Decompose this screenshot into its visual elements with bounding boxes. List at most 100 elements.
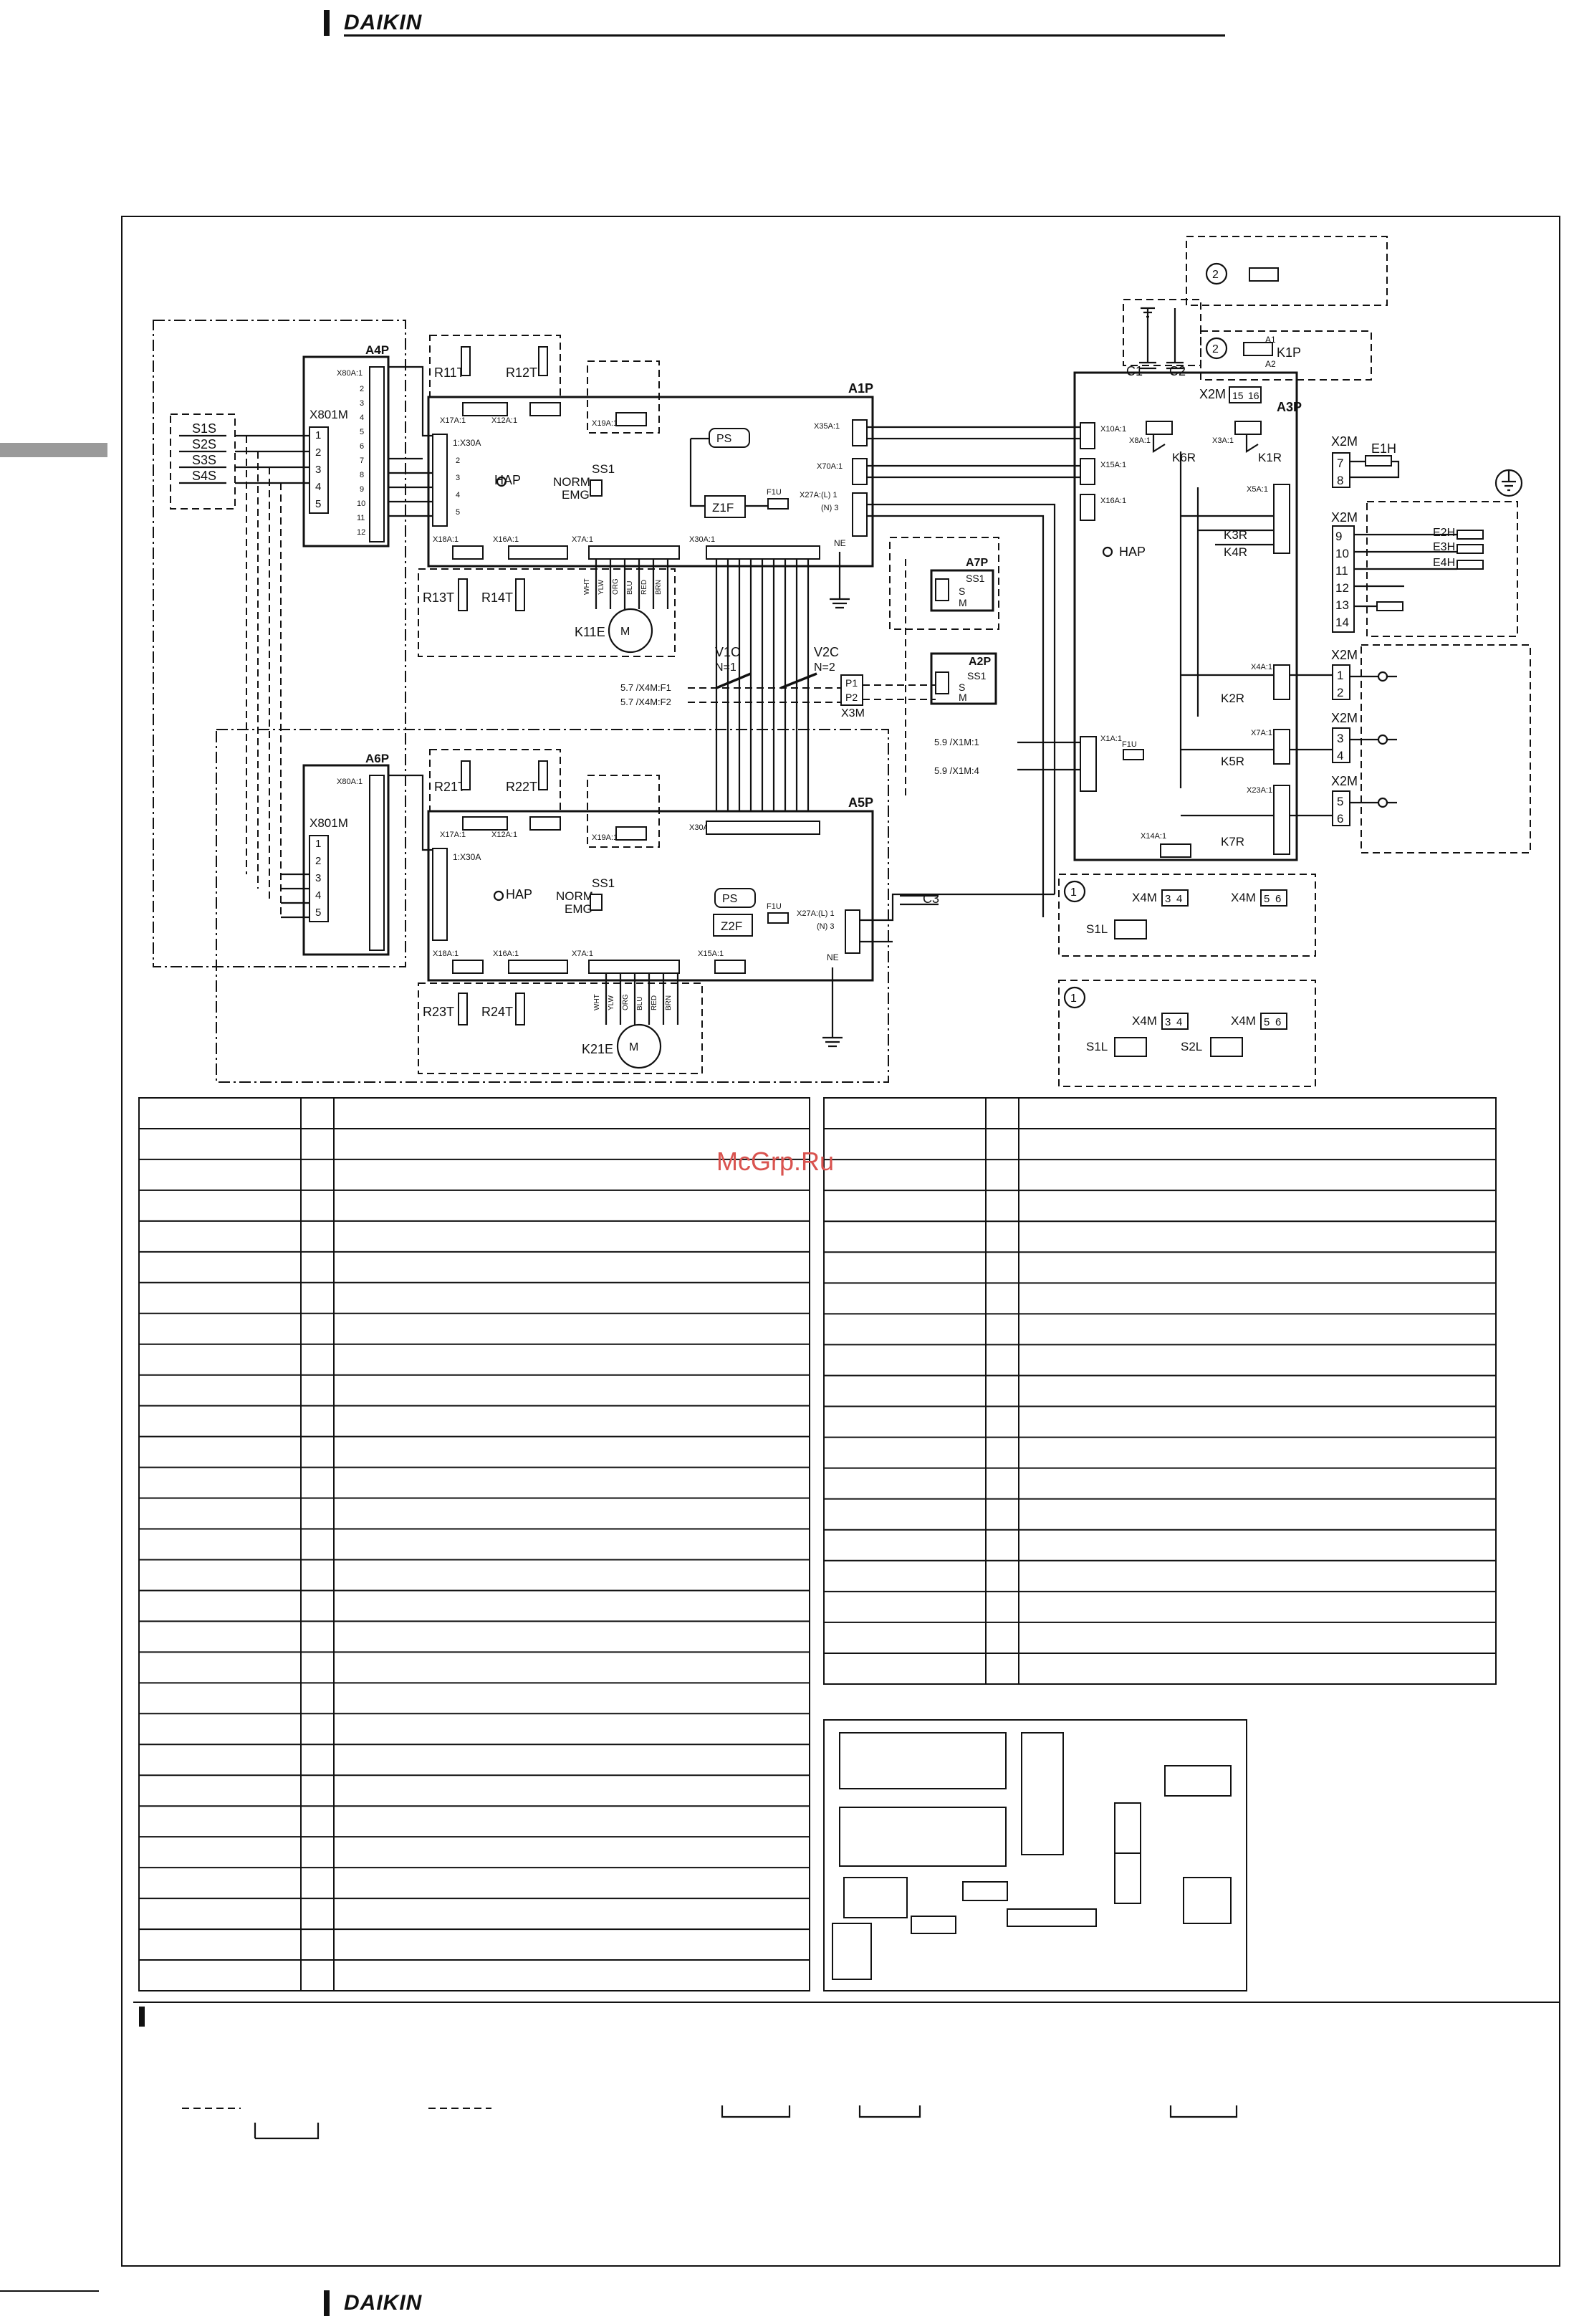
svg-text:4: 4 <box>315 889 321 902</box>
x19a-label-a5p: X19A:1 <box>592 833 618 842</box>
header-brand: DAIKIN <box>324 10 1225 37</box>
x15a-label-a5p: X15A:1 <box>698 950 724 958</box>
svg-text:WHT: WHT <box>593 994 601 1010</box>
x27a-connector-a1p <box>852 492 868 537</box>
svg-text:WHT: WHT <box>583 578 591 595</box>
r12t-label: R12T <box>506 365 537 380</box>
e1h-label: E1H <box>1371 441 1396 456</box>
a1p-board <box>427 396 874 568</box>
svg-text:3: 3 <box>315 464 321 476</box>
x8a-connector <box>1146 421 1173 435</box>
ne-label-a1p: NE <box>834 538 846 548</box>
svg-text:5: 5 <box>315 498 321 510</box>
x30a-left-label-a5p: 1:X30A <box>453 852 481 862</box>
k7r-label: K7R <box>1221 835 1244 848</box>
left-legend-table <box>138 1097 810 1991</box>
s2s-label: S2S <box>192 437 216 451</box>
k11e-wires: WHT YLW ORG BLU RED BRN <box>583 578 663 595</box>
s2l-label: S2L <box>1181 1040 1202 1053</box>
x19a-group-a1p <box>587 360 660 434</box>
x7a-connector-a1p <box>588 545 680 560</box>
x2m-label-1: X2M <box>1331 434 1358 449</box>
k21e-wires: WHT YLW ORG BLU RED BRN <box>593 994 673 1010</box>
a1p-label: A1P <box>848 381 873 396</box>
option-1-box-b <box>1058 980 1316 1087</box>
x16a-connector-a1p <box>508 545 568 560</box>
x17a-label-a5p: X17A:1 <box>440 831 466 839</box>
component-location-diagram <box>823 1719 1247 1991</box>
x27a-n-label-a1p: (N) 3 <box>821 504 838 512</box>
x15a-connector-a3p <box>1080 458 1095 485</box>
f1u-label-a1p: F1U <box>767 488 782 497</box>
x80a-connector-top <box>369 366 385 542</box>
x35a-connector <box>852 419 868 446</box>
switch-signal-lines <box>235 434 309 917</box>
x2m-term-6: 6 <box>1337 812 1343 826</box>
x15a-connector-a5p <box>714 960 746 974</box>
x7a-label-a1p: X7A:1 <box>572 535 593 544</box>
k21e-motor <box>616 1023 662 1069</box>
x7a-label-a5p: X7A:1 <box>572 950 593 958</box>
x3a-label: X3A:1 <box>1212 436 1234 445</box>
x16a-label-a3p: X16A:1 <box>1100 497 1126 505</box>
footer-brand-bar <box>324 2290 330 2316</box>
x2m-label-3: X2M <box>1331 648 1358 662</box>
ground-symbol-a5p <box>822 1036 843 1048</box>
svg-text:12: 12 <box>357 528 365 537</box>
thermistor-motor-group-top <box>418 568 676 657</box>
emg-label-a1p: EMG <box>562 488 590 502</box>
x30a-top-connector-a5p <box>706 821 820 835</box>
x2m-block-1-2 <box>1332 664 1350 700</box>
extra-heater <box>1376 601 1403 611</box>
a4p-label: A4P <box>365 343 389 357</box>
svg-text:1: 1 <box>315 838 321 850</box>
a7p-s: S <box>959 585 965 597</box>
x8a-label: X8A:1 <box>1129 436 1151 445</box>
r24t-symbol <box>515 993 525 1025</box>
svg-text:10: 10 <box>1335 547 1349 560</box>
svg-text:BLU: BLU <box>626 581 634 595</box>
r21t-label: R21T <box>434 780 466 794</box>
a7p-m: M <box>959 597 967 608</box>
x4m-term-6-a: 6 <box>1275 893 1281 905</box>
x2m-top-label: X2M <box>1199 387 1226 401</box>
k5r-label: K5R <box>1221 755 1244 768</box>
z1f-label: Z1F <box>712 501 734 515</box>
x27a-label-a5p: X27A:(L) 1 <box>797 909 835 918</box>
x4m-56-b <box>1260 1013 1287 1030</box>
a2p-m: M <box>959 692 967 703</box>
s4s-label: S4S <box>192 469 216 483</box>
r11t-symbol <box>461 346 471 376</box>
svg-text:5: 5 <box>315 907 321 919</box>
s1l-sensor-a <box>1114 919 1147 939</box>
x4m-term-4-a: 4 <box>1176 893 1182 905</box>
svg-text:3: 3 <box>360 399 364 408</box>
k21e-label: K21E <box>582 1042 613 1056</box>
r23t-symbol <box>458 993 468 1025</box>
svg-text:BRN: BRN <box>655 580 663 595</box>
x4m-34-b <box>1161 1013 1189 1030</box>
svg-text:5: 5 <box>360 428 364 436</box>
x19a-connector-a1p <box>615 412 647 426</box>
e3h-heater <box>1457 544 1484 554</box>
header-rule <box>344 34 1225 37</box>
x2m-top-term-16: 16 <box>1248 390 1259 401</box>
svg-text:10: 10 <box>357 499 365 508</box>
x4m-label-d: X4M <box>1231 1014 1256 1028</box>
r14t-label: R14T <box>481 590 513 605</box>
x2m-label-2: X2M <box>1331 510 1358 525</box>
svg-text:1: 1 <box>315 429 321 441</box>
x4m-34-a <box>1161 889 1189 907</box>
x2m-term-8: 8 <box>1337 474 1343 487</box>
notes-section <box>133 2002 1560 2140</box>
k11e-label: K11E <box>575 625 605 639</box>
x23a-connector <box>1273 785 1290 855</box>
c1-label: C1 <box>1126 364 1143 378</box>
x1a-label: X1A:1 <box>1100 735 1122 743</box>
x4m-term-4-b: 4 <box>1176 1016 1182 1028</box>
x7a-label-a3p: X7A:1 <box>1251 729 1272 737</box>
v1c-ferrite <box>716 672 752 689</box>
svg-text:BLU: BLU <box>636 997 644 1010</box>
right-legend-rows <box>824 1128 1496 1654</box>
a7p-label: A7P <box>966 557 988 569</box>
